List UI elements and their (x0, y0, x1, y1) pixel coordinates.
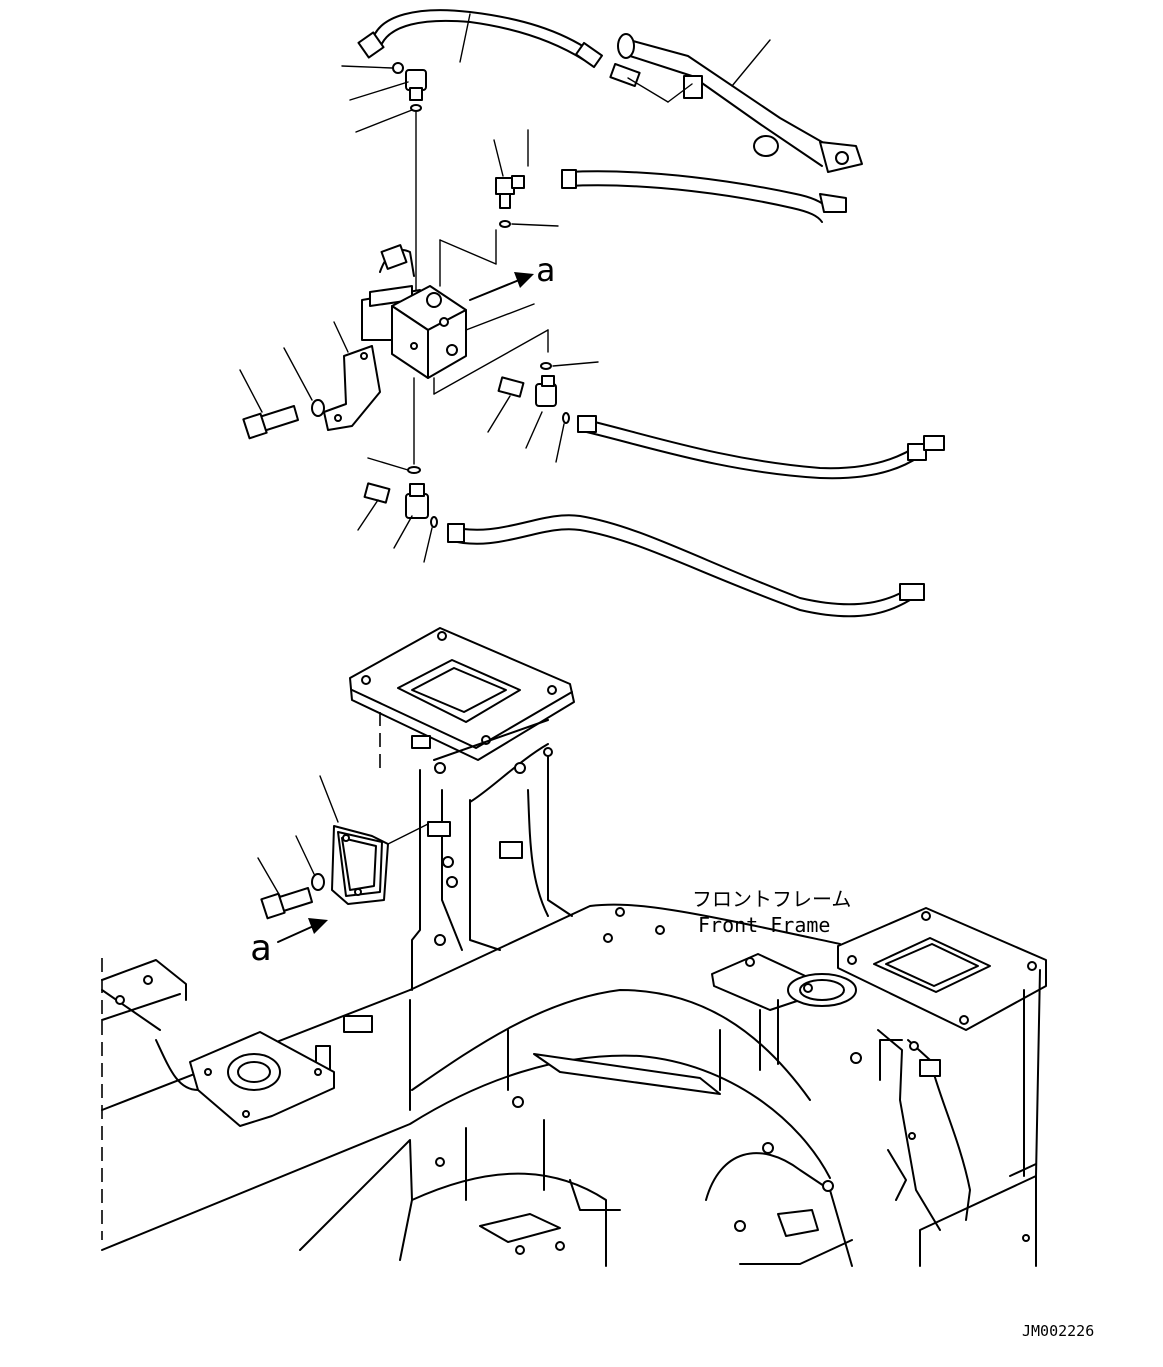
left-mount-plate (155, 1031, 335, 1127)
pipe-assembly (609, 33, 863, 173)
view-arrow-top: a (469, 251, 555, 301)
frame-label-en: Front Frame (698, 913, 830, 937)
cover-plate (257, 775, 429, 920)
upper-hose (357, 9, 604, 69)
middle-hose (487, 361, 945, 480)
drawing-code: JM002226 (1022, 1322, 1094, 1340)
right-hose-upper (493, 129, 847, 228)
view-arrow-bottom: a (250, 918, 328, 969)
view-marker-top: a (536, 251, 555, 289)
frame-label: フロントフレーム Front Frame (692, 887, 851, 937)
left-partial-plate (101, 958, 187, 1240)
frame-label-jp: フロントフレーム (692, 887, 851, 911)
tower-top-plate (349, 627, 575, 761)
right-columns (850, 969, 1041, 1267)
valve-block (361, 229, 549, 465)
right-mount-plate (711, 907, 1047, 1071)
view-marker-bottom: a (250, 928, 272, 969)
mounting-bracket (239, 321, 381, 440)
elbow-fitting-top (341, 62, 427, 291)
lower-hose (357, 457, 925, 618)
frame-tower (379, 712, 573, 991)
